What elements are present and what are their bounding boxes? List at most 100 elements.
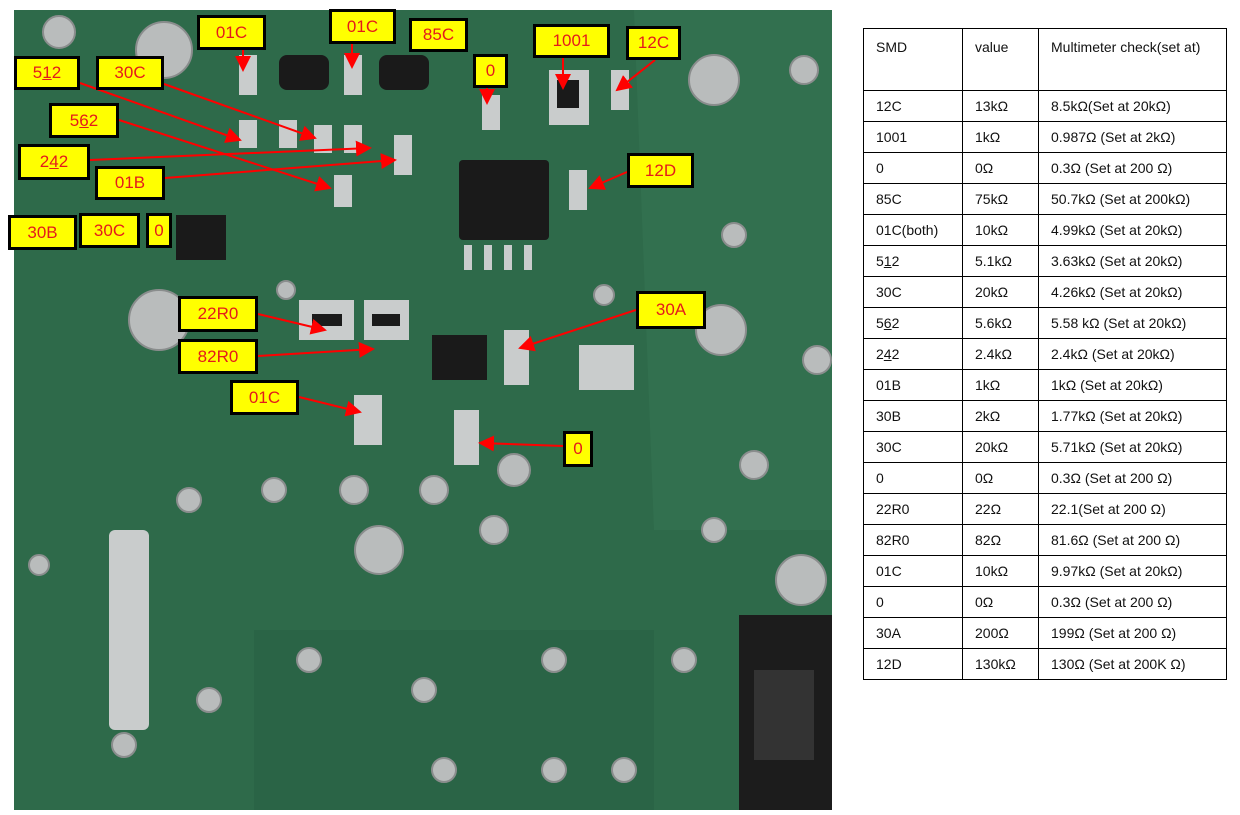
value-cell: 2.4kΩ <box>962 338 1039 370</box>
smd-cell: 01B <box>863 369 963 401</box>
value-cell: 10kΩ <box>962 214 1039 246</box>
smd-label-1001: 1001 <box>533 24 610 58</box>
value-cell: 82Ω <box>962 524 1039 556</box>
value-cell: 1kΩ <box>962 369 1039 401</box>
value-cell: 10kΩ <box>962 555 1039 587</box>
check-cell: 50.7kΩ (Set at 200kΩ) <box>1038 183 1227 215</box>
smd-cell: 12D <box>863 648 963 680</box>
smd-cell: 0 <box>863 462 963 494</box>
smd-label-30c: 30C <box>96 56 164 90</box>
header-check: Multimeter check(set at) <box>1038 28 1227 91</box>
smd-label-22r0: 22R0 <box>178 296 258 332</box>
smd-cell: 30B <box>863 400 963 432</box>
smd-label-30c: 30C <box>79 213 140 248</box>
check-cell: 0.3Ω (Set at 200 Ω) <box>1038 586 1227 618</box>
check-cell: 0.3Ω (Set at 200 Ω) <box>1038 152 1227 184</box>
smd-label-0: 0 <box>473 54 508 88</box>
check-cell: 0.987Ω (Set at 2kΩ) <box>1038 121 1227 153</box>
check-cell: 1.77kΩ (Set at 20kΩ) <box>1038 400 1227 432</box>
smd-cell: 85C <box>863 183 963 215</box>
smd-label-01c: 01C <box>197 15 266 50</box>
header-smd: SMD <box>863 28 963 91</box>
smd-cell: 512 <box>863 245 963 277</box>
check-cell: 3.63kΩ (Set at 20kΩ) <box>1038 245 1227 277</box>
smd-cell: 30C <box>863 276 963 308</box>
check-cell: 0.3Ω (Set at 200 Ω) <box>1038 462 1227 494</box>
check-cell: 5.71kΩ (Set at 20kΩ) <box>1038 431 1227 463</box>
smd-label-01c: 01C <box>230 380 299 415</box>
smd-label-85c: 85C <box>409 18 468 52</box>
smd-label-12c: 12C <box>626 26 681 60</box>
value-cell: 5.6kΩ <box>962 307 1039 339</box>
smd-cell: 0 <box>863 586 963 618</box>
check-cell: 8.5kΩ(Set at 20kΩ) <box>1038 90 1227 122</box>
smd-cell: 01C <box>863 555 963 587</box>
smd-label-30a: 30A <box>636 291 706 329</box>
pcb-photo <box>14 10 832 810</box>
check-cell: 1kΩ (Set at 20kΩ) <box>1038 369 1227 401</box>
smd-label-0: 0 <box>146 213 172 248</box>
value-cell: 200Ω <box>962 617 1039 649</box>
smd-cell: 01C(both) <box>863 214 963 246</box>
check-cell: 81.6Ω (Set at 200 Ω) <box>1038 524 1227 556</box>
smd-cell: 82R0 <box>863 524 963 556</box>
value-cell: 0Ω <box>962 152 1039 184</box>
check-cell: 199Ω (Set at 200 Ω) <box>1038 617 1227 649</box>
header-value: value <box>962 28 1039 91</box>
smd-label-12d: 12D <box>627 153 694 188</box>
smd-label-01b: 01B <box>95 166 165 200</box>
value-cell: 20kΩ <box>962 431 1039 463</box>
smd-cell: 22R0 <box>863 493 963 525</box>
check-cell: 130Ω (Set at 200K Ω) <box>1038 648 1227 680</box>
value-cell: 22Ω <box>962 493 1039 525</box>
smd-label-0: 0 <box>563 431 593 467</box>
smd-cell: 242 <box>863 338 963 370</box>
smd-label-82r0: 82R0 <box>178 339 258 374</box>
value-cell: 5.1kΩ <box>962 245 1039 277</box>
value-cell: 20kΩ <box>962 276 1039 308</box>
smd-cell: 30A <box>863 617 963 649</box>
check-cell: 2.4kΩ (Set at 20kΩ) <box>1038 338 1227 370</box>
smd-label-01c: 01C <box>329 9 396 44</box>
smd-cell: 30C <box>863 431 963 463</box>
value-cell: 2kΩ <box>962 400 1039 432</box>
pcb-drawing <box>14 10 832 810</box>
value-cell: 13kΩ <box>962 90 1039 122</box>
check-cell: 4.26kΩ (Set at 20kΩ) <box>1038 276 1227 308</box>
check-cell: 9.97kΩ (Set at 20kΩ) <box>1038 555 1227 587</box>
smd-label-30b: 30B <box>8 215 77 250</box>
value-cell: 75kΩ <box>962 183 1039 215</box>
check-cell: 4.99kΩ (Set at 20kΩ) <box>1038 214 1227 246</box>
value-cell: 0Ω <box>962 462 1039 494</box>
check-cell: 5.58 kΩ (Set at 20kΩ) <box>1038 307 1227 339</box>
smd-cell: 1001 <box>863 121 963 153</box>
smd-cell: 12C <box>863 90 963 122</box>
smd-cell: 562 <box>863 307 963 339</box>
smd-cell: 0 <box>863 152 963 184</box>
table-header-row: SMD value Multimeter check(set at) <box>863 28 1227 91</box>
check-cell: 22.1(Set at 200 Ω) <box>1038 493 1227 525</box>
value-cell: 1kΩ <box>962 121 1039 153</box>
